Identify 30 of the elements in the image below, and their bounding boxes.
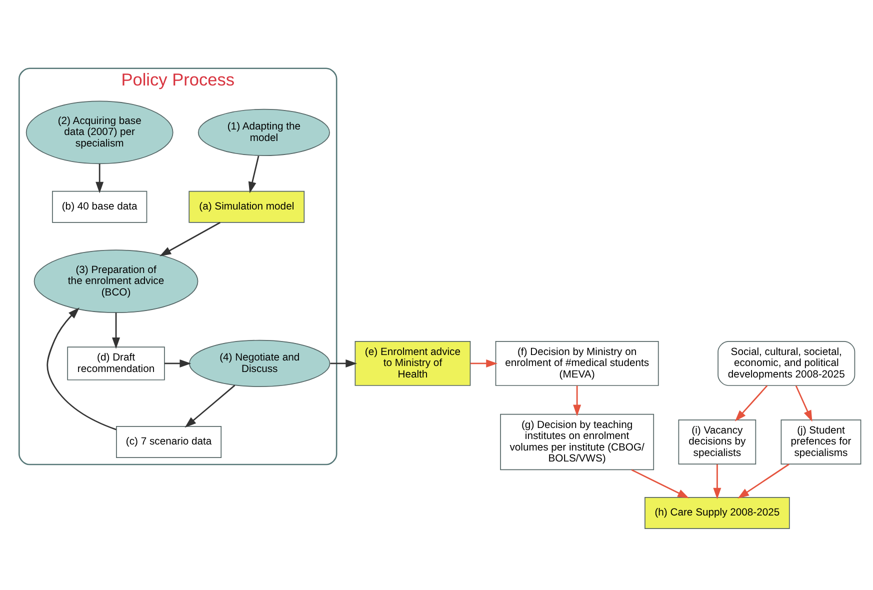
arrow (160, 222, 221, 256)
node-ellipse: (4) Negotiate and Discuss (189, 340, 330, 387)
node-box: (b) 40 base data (52, 190, 148, 223)
arrow (573, 386, 582, 416)
node-box: (g) Decision by teaching institutes on enrolment volumes per institute (CBOG/ BOLS/VWS) (500, 414, 654, 470)
arrow (795, 385, 812, 422)
node-ellipse: (2) Acquiring base data (2007) per specialism (26, 100, 174, 164)
arrow (184, 384, 236, 428)
arrow (164, 359, 192, 368)
node-box: (j) Student prefences for specialisms (780, 420, 862, 465)
node-ellipse: (3) Preparation of the enrolment advice (BCO) (34, 250, 198, 313)
node-box: Social, cultural, societal, economic, and political developments 2008-2025 (718, 340, 856, 386)
arrow (46, 308, 116, 430)
arrow (248, 156, 260, 194)
arrow (470, 359, 498, 368)
arrow (112, 312, 120, 349)
arrow (738, 464, 790, 498)
arrow (713, 464, 722, 500)
arrow (734, 385, 768, 422)
node-box: (f) Decision by Ministry on enrolment of #medical students (MEVA) (495, 340, 659, 386)
arrow (330, 359, 358, 368)
node-box: (a) Simulation model (188, 190, 305, 223)
node-box: (d) Draft recommendation (67, 346, 165, 380)
node-box: (c) 7 scenario data (116, 426, 222, 458)
node-box: (i) Vacancy decisions by specialists (678, 420, 756, 465)
arrow (631, 469, 690, 498)
node-ellipse: (1) Adapting the model (198, 108, 330, 156)
arrow (96, 164, 104, 194)
node-box: (e) Enrolment advice to Ministry of Health (354, 340, 471, 386)
node-box: (h) Care Supply 2008-2025 (644, 496, 790, 529)
